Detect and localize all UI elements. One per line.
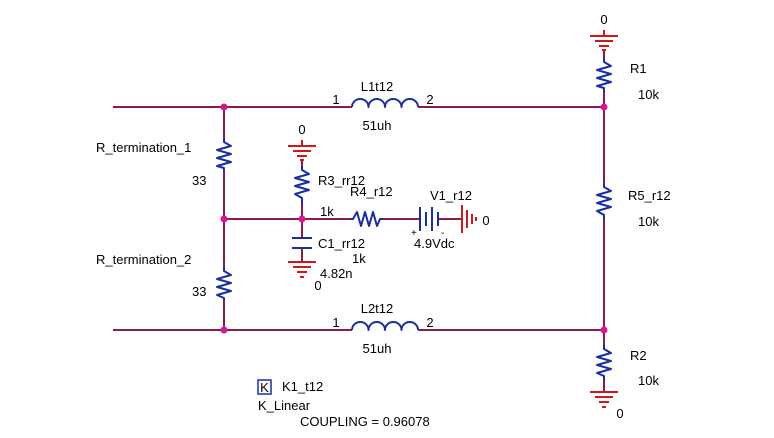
resistor-r-termination-2[interactable] — [216, 267, 232, 300]
ground-label-v1: 0 — [482, 213, 489, 228]
components — [216, 58, 612, 380]
rt2-value: 33 — [192, 284, 206, 299]
junction-dot — [600, 326, 608, 334]
l2-name: L2t12 — [361, 301, 394, 316]
coupling-k-box[interactable] — [257, 379, 272, 395]
ground-v1-icon — [461, 205, 477, 233]
l1-name: L1t12 — [361, 79, 394, 94]
v1-minus: - — [441, 228, 444, 239]
v1-name: V1_r12 — [430, 188, 472, 203]
k1-model: K_Linear — [258, 398, 311, 413]
grounds — [288, 30, 618, 408]
ground-label-r3: 0 — [298, 122, 305, 137]
resistor-r5[interactable] — [596, 183, 612, 220]
junction-dot — [220, 215, 228, 223]
v1-plus: + — [411, 228, 417, 239]
resistor-r1[interactable] — [596, 58, 612, 92]
c1-value: 4.82n — [320, 266, 353, 281]
k1-name: K1_t12 — [282, 379, 323, 394]
r4-name: R4_r12 — [350, 184, 393, 199]
inductor-l2[interactable] — [351, 321, 419, 331]
junctions — [220, 103, 608, 334]
ground-c1-bottom-icon — [288, 261, 316, 278]
r2-name: R2 — [630, 348, 647, 363]
junction-dot — [220, 103, 228, 111]
r5-name: R5_r12 — [628, 188, 671, 203]
r3-value: 1k — [320, 204, 334, 219]
ground-label-c1: 0 — [314, 278, 321, 293]
ground-top-right-icon — [590, 30, 618, 51]
r4-value: 1k — [352, 251, 366, 266]
resistor-r-termination-1[interactable] — [216, 138, 232, 170]
resistor-r4[interactable] — [350, 211, 383, 227]
l2-pin2: 2 — [426, 315, 433, 330]
ground-bottom-right-icon — [590, 391, 618, 408]
ground-r3-top-icon — [288, 140, 316, 161]
k-box-letter: K — [260, 380, 269, 395]
junction-dot — [220, 326, 228, 334]
wires — [113, 50, 605, 392]
l1-pin2: 2 — [426, 92, 433, 107]
ground-label-bottom-right: 0 — [616, 406, 623, 421]
r2-value: 10k — [638, 373, 659, 388]
rt1-name: R_termination_1 — [96, 140, 191, 155]
ground-label-top-right: 0 — [600, 12, 607, 27]
junction-dot — [600, 103, 608, 111]
junction-dot — [298, 215, 306, 223]
rt2-name: R_termination_2 — [96, 252, 191, 267]
inductor-l1[interactable] — [351, 98, 419, 108]
v1-value: 4.9Vdc — [414, 236, 455, 251]
r1-value: 10k — [638, 87, 659, 102]
c1-name: C1_rr12 — [318, 236, 365, 251]
l2-pin1: 1 — [332, 315, 339, 330]
rt1-value: 33 — [192, 173, 206, 188]
l2-value: 51uh — [363, 341, 392, 356]
l1-pin1: 1 — [332, 92, 339, 107]
l1-value: 51uh — [363, 118, 392, 133]
r1-name: R1 — [630, 61, 647, 76]
resistor-r2[interactable] — [596, 345, 612, 380]
k1-coupling: COUPLING = 0.96078 — [300, 414, 430, 429]
r3-name: R3_rr12 — [318, 173, 365, 188]
resistor-r3[interactable] — [294, 166, 310, 204]
r5-value: 10k — [638, 214, 659, 229]
labels: 0 0 0 0 0 L1t12 1 2 51uh L2t12 1 2 51uh … — [96, 12, 671, 429]
